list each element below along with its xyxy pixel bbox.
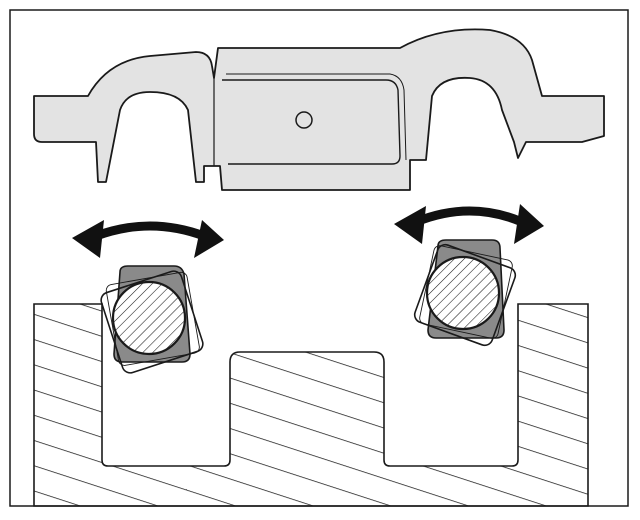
left-pin [111, 280, 187, 356]
workpiece-base [33, 303, 589, 507]
right-pin [425, 255, 501, 331]
double-headed-curved-arrow-icon [72, 220, 224, 258]
center-hole [295, 111, 313, 129]
double-headed-curved-arrow-icon [394, 204, 544, 244]
tool-plate [33, 28, 605, 191]
left-clamp [100, 265, 204, 374]
right-clamp [413, 239, 517, 347]
